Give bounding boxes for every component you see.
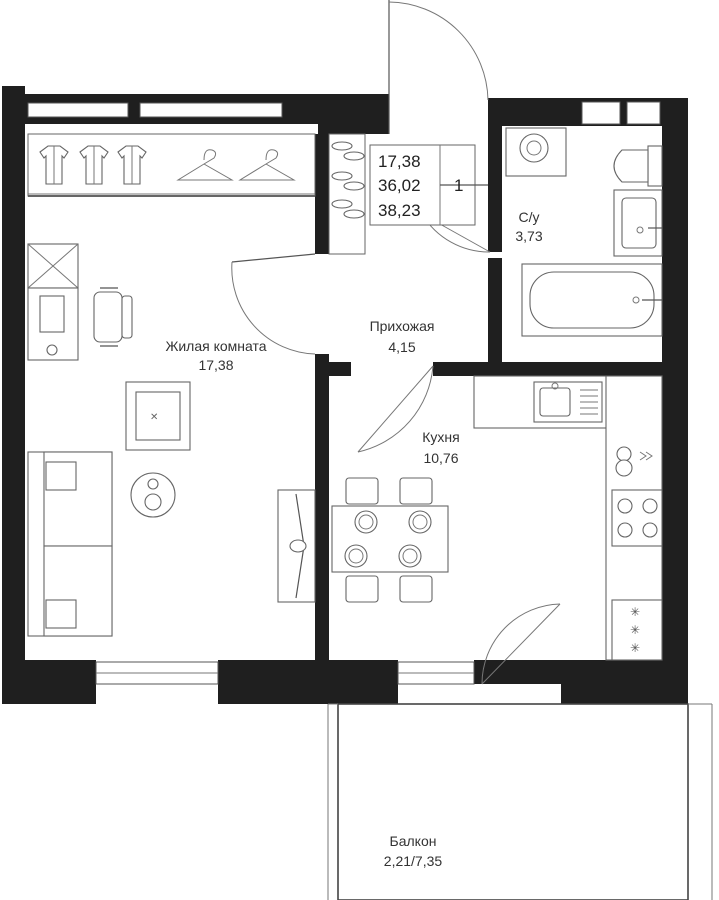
chair-icon <box>93 287 133 347</box>
dining-table <box>331 477 449 603</box>
bathroom-fixtures <box>505 127 663 337</box>
armchair-icon: ✕ <box>125 381 191 451</box>
hall-area: 4,15 <box>388 339 415 355</box>
svg-text:✳: ✳ <box>630 623 640 637</box>
sink-icon <box>613 189 663 257</box>
shirt-icon <box>79 145 109 185</box>
hob-icon <box>611 489 663 547</box>
summary-total-with-balcony: 38,23 <box>378 201 421 220</box>
hall-name: Прихожая <box>370 318 435 334</box>
svg-text:✳: ✳ <box>630 641 640 655</box>
balcony-name: Балкон <box>390 833 437 849</box>
shirt-icon <box>39 145 69 185</box>
living-room-area: 17,38 <box>198 357 233 373</box>
washing-machine-icon <box>505 127 567 177</box>
shoe-rack <box>328 133 366 255</box>
plate-icon <box>344 510 432 568</box>
toilet-icon <box>613 145 663 187</box>
living-room-name: Жилая комната <box>165 338 266 354</box>
side-table-icon <box>130 472 176 518</box>
sofa-icon <box>27 451 113 637</box>
desk-icon <box>27 287 79 361</box>
kitchen-fixtures: ✳ ✳ ✳ <box>331 375 663 661</box>
shoes-icon <box>331 141 365 219</box>
living-furniture: ✕ <box>27 243 316 637</box>
hanger-icon <box>238 149 296 181</box>
shirt-icon <box>117 145 147 185</box>
kitchen-name: Кухня <box>422 429 459 445</box>
tv-icon <box>277 489 316 603</box>
room-labels: Жилая комната 17,38 Прихожая 4,15 С/у 3,… <box>165 209 542 869</box>
balcony-area: 2,21/7,35 <box>384 853 443 869</box>
bathtub-icon <box>521 263 663 337</box>
kitchen-area: 10,76 <box>423 450 458 466</box>
balcony <box>327 703 713 900</box>
summary-living-area: 17,38 <box>378 152 421 171</box>
wardrobe <box>27 133 316 197</box>
summary-total-area: 36,02 <box>378 176 421 195</box>
sink-icon <box>533 381 603 423</box>
area-summary: 17,38 36,02 38,23 1 <box>369 144 488 226</box>
fridge-icon: ✳ ✳ ✳ <box>611 599 663 661</box>
svg-text:✕: ✕ <box>150 412 158 423</box>
windows <box>27 101 661 685</box>
bathroom-name: С/у <box>519 209 540 225</box>
kettle-icon <box>615 446 653 477</box>
bathroom-area: 3,73 <box>515 228 542 244</box>
svg-text:✳: ✳ <box>630 605 640 619</box>
chair-icon <box>345 477 433 603</box>
summary-room-count: 1 <box>454 176 463 195</box>
hanger-icon <box>176 149 234 181</box>
